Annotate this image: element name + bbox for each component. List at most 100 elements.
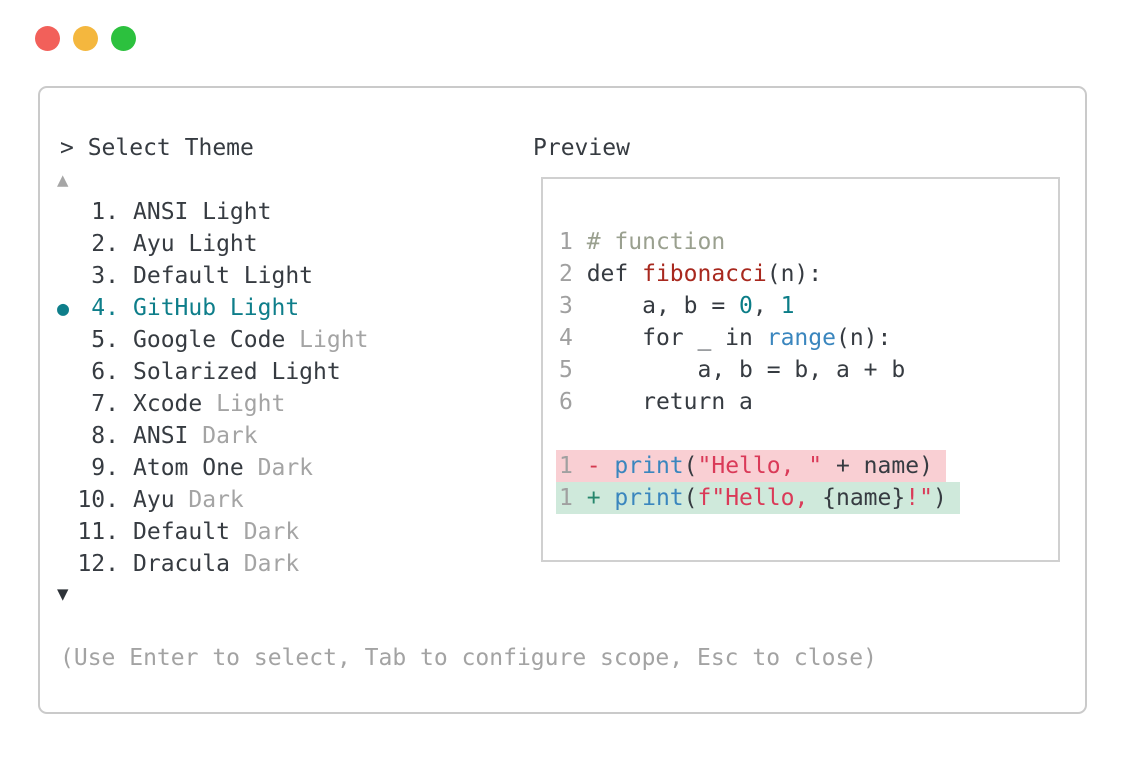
selected-bullet-icon <box>57 196 77 228</box>
selected-bullet-icon <box>57 228 77 260</box>
close-button[interactable] <box>35 26 60 51</box>
line-number: 6 <box>559 389 587 415</box>
theme-item-name: Dracula Dark <box>133 551 300 577</box>
minimize-button[interactable] <box>73 26 98 51</box>
code-token: , <box>752 293 781 319</box>
selected-bullet-icon <box>57 548 77 580</box>
theme-list-item[interactable]: 1. ANSI Light <box>57 196 368 228</box>
code-line: 3 a, b = 0, 1 <box>559 290 1058 322</box>
theme-item-name: GitHub Light <box>133 295 300 321</box>
code-token: !" <box>905 485 933 511</box>
code-token: a, b = <box>586 293 740 319</box>
select-theme-prompt: > Select Theme <box>60 135 254 161</box>
code-line: 1 # function <box>559 226 1058 258</box>
theme-list-item[interactable]: 9. Atom One Dark <box>57 452 368 484</box>
theme-item-name: Xcode Light <box>133 391 286 417</box>
theme-item-variant: Dark <box>229 551 300 577</box>
theme-list-item[interactable]: 5. Google Code Light <box>57 324 368 356</box>
code-token: range <box>766 325 836 351</box>
code-token: + name) <box>822 453 933 479</box>
theme-item-number: 10. <box>77 487 119 513</box>
zoom-button[interactable] <box>111 26 136 51</box>
code-token: return a <box>586 389 753 415</box>
theme-list-item[interactable]: 7. Xcode Light <box>57 388 368 420</box>
theme-list-item[interactable]: 8. ANSI Dark <box>57 420 368 452</box>
code-token: fibonacci <box>642 261 767 287</box>
theme-list-item[interactable]: 10. Ayu Dark <box>57 484 368 516</box>
code-token: + <box>586 485 615 511</box>
theme-item-number: 4. <box>91 295 119 321</box>
line-number: 5 <box>559 357 587 383</box>
theme-item-name: ANSI Light <box>133 199 272 225</box>
code-token: {name} <box>822 485 906 511</box>
code-token: ) <box>932 485 947 511</box>
theme-list-item[interactable]: 11. Default Dark <box>57 516 368 548</box>
line-number: 1 <box>559 485 587 511</box>
code-line-content: 4 for _ in range(n): <box>559 322 891 354</box>
code-line: 5 a, b = b, a + b <box>559 354 1058 386</box>
theme-item-name: Default Light <box>133 263 314 289</box>
code-token: 1 <box>780 293 795 319</box>
theme-item-variant: Dark <box>188 423 258 449</box>
theme-item-name: Google Code Light <box>133 327 369 353</box>
code-token: 0 <box>739 293 753 319</box>
code-token: def <box>586 261 643 287</box>
code-token: (n): <box>766 261 823 287</box>
code-line: 4 for _ in range(n): <box>559 322 1058 354</box>
diff-removed-line: 1 - print("Hello, " + name) <box>556 450 1058 482</box>
theme-list-item[interactable]: 12.Dracula Dark <box>57 548 368 580</box>
code-line-content: 2 def fibonacci(n): <box>559 258 822 290</box>
code-line-content: 1 # function <box>559 226 725 258</box>
theme-item-name: ANSI Dark <box>133 423 258 449</box>
code-line-content: 6 return a <box>559 386 753 418</box>
code-line: 6 return a <box>559 386 1058 418</box>
theme-item-number: 5. <box>91 327 119 353</box>
theme-list-item[interactable]: 2. Ayu Light <box>57 228 368 260</box>
theme-item-variant: Dark <box>229 519 300 545</box>
theme-item-name: Atom One Dark <box>133 455 314 481</box>
theme-item-name: Default Dark <box>133 519 300 545</box>
selected-bullet-icon: ● <box>57 296 70 320</box>
selected-bullet-icon <box>57 324 77 356</box>
selected-bullet-icon <box>57 420 77 452</box>
theme-list: 1. ANSI Light 2. Ayu Light 3. Default Light ● 4… <box>57 196 368 580</box>
theme-item-number: 3. <box>91 263 119 289</box>
line-number: 4 <box>559 325 587 351</box>
theme-list-item[interactable]: ● 4. GitHub Light <box>57 292 368 324</box>
theme-list-item[interactable]: 6.Solarized Light <box>57 356 368 388</box>
selected-bullet-icon <box>57 388 77 420</box>
selected-bullet-icon <box>57 516 77 548</box>
theme-list-item[interactable]: 3. Default Light <box>57 260 368 292</box>
code-token: print <box>614 485 684 511</box>
code-blank-line <box>559 418 1058 450</box>
theme-item-name: Ayu Dark <box>133 487 244 513</box>
theme-item-number: 8. <box>91 423 119 449</box>
window-controls <box>35 26 136 51</box>
line-number: 1 <box>559 453 587 479</box>
selected-bullet-icon <box>57 484 77 516</box>
code-token: print <box>614 453 684 479</box>
code-token: # function <box>586 229 726 255</box>
theme-item-number: 1. <box>91 199 119 225</box>
theme-item-number: 9. <box>91 455 119 481</box>
scroll-up-icon[interactable]: ▲ <box>57 169 69 191</box>
code-token: for _ in <box>586 325 767 351</box>
code-line-content: 1 + print(f"Hello, {name}!") <box>556 482 960 514</box>
selected-bullet-icon <box>57 452 77 484</box>
code-line: 2 def fibonacci(n): <box>559 258 1058 290</box>
theme-item-number: 11. <box>77 519 119 545</box>
line-number: 3 <box>559 293 587 319</box>
code-token: ( <box>683 485 698 511</box>
code-token: a, b = b, a + b <box>586 357 906 383</box>
theme-item-number: 2. <box>91 231 119 257</box>
line-number: 1 <box>559 229 587 255</box>
help-text: (Use Enter to select, Tab to configure s… <box>60 645 877 671</box>
selected-bullet-icon <box>57 356 77 388</box>
scroll-down-icon[interactable]: ▼ <box>57 583 69 605</box>
selected-bullet-icon <box>57 260 77 292</box>
theme-item-name: Ayu Light <box>133 231 258 257</box>
line-number: 2 <box>559 261 587 287</box>
code-token: ( <box>683 453 698 479</box>
theme-item-number: 7. <box>91 391 119 417</box>
